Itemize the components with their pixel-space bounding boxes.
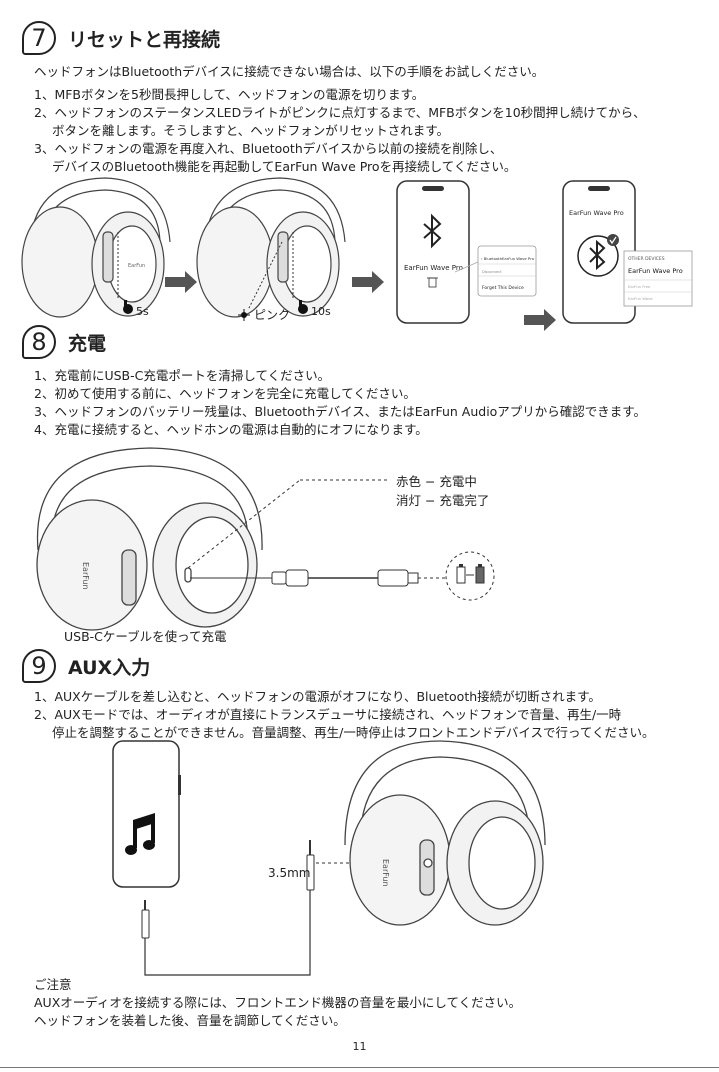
sun-led-icon: [238, 309, 250, 321]
battery-icon: [456, 564, 485, 584]
popup-device-title: EarFun Wave Pro: [502, 256, 535, 261]
popup-back-link: ‹ Bluetooth: [481, 256, 503, 261]
section-number: 9: [22, 649, 56, 683]
headphone-brand: EarFun: [381, 859, 390, 887]
bluetooth-icon: [423, 213, 442, 249]
step-3: 3、ヘッドフォンのバッテリー残量は、Bluetoothデバイス、またはEarFu…: [34, 404, 647, 419]
usb-c-cable: [271, 569, 419, 587]
aux-illustration: EarFun: [112, 740, 546, 976]
trash-icon: [427, 277, 438, 288]
battery-circle: [445, 551, 495, 601]
headphone-brand: EarFun: [128, 263, 145, 269]
section-title: 充電: [68, 332, 107, 355]
section-7-steps: 1、MFBボタンを5秒間長押しして、ヘッドフォンの電源を切ります。 2、ヘッドフ…: [34, 86, 646, 176]
aux-plug-bottom: [141, 900, 150, 939]
other-devices-panel: [623, 250, 693, 307]
step-1: 1、MFBボタンを5秒間長押しして、ヘッドフォンの電源を切ります。: [34, 87, 425, 102]
pink-led-label: ピンク: [254, 308, 290, 322]
step-1: 1、AUXケーブルを差し込むと、ヘッドフォンの電源がオフになり、Bluetoot…: [34, 689, 601, 704]
arrow-right-icon: [352, 271, 384, 293]
intro-text: ヘッドフォンはBluetoothデバイスに接続できない場合は、以下の手順をお試し…: [34, 64, 545, 79]
note-line-2: ヘッドフォンを装着した後、音量を調節してください。: [34, 1013, 346, 1028]
aux-cable: [144, 890, 311, 976]
section-number: 7: [22, 21, 56, 55]
phone-1-device-name: EarFun Wave Pro: [404, 264, 463, 272]
arrow-right-icon: [165, 271, 197, 293]
note-line-1: AUXオーディオを接続する際には、フロントエンド機器の音量を最小にしてください。: [34, 995, 522, 1010]
check-icon: [607, 234, 619, 246]
other-device-free: EarFun Free: [628, 284, 651, 289]
headphone-charging-illustration: [36, 447, 263, 631]
section-9-heading: 9 AUX入力: [22, 646, 150, 686]
hand-press-icon: [298, 300, 308, 314]
forget-device-popup: [477, 245, 537, 297]
arrow-right-icon: [524, 309, 556, 331]
headphone-aux-illustration: [344, 740, 546, 926]
other-device-wave: EarFun Wave: [628, 296, 653, 301]
music-note-icon: [125, 813, 155, 855]
headphone-2-illustration: [196, 177, 346, 318]
press-duration-5s: 5s: [136, 305, 149, 318]
headphone-1-illustration: [21, 177, 171, 318]
section-9-steps: 1、AUXケーブルを差し込むと、ヘッドフォンの電源がオフになり、Bluetoot…: [34, 688, 654, 742]
other-device-wave-pro: EarFun Wave Pro: [628, 267, 683, 275]
step-3: 3、ヘッドフォンの電源を再度入れ、Bluetoothデバイスから以前の接続を削除…: [34, 141, 503, 156]
press-duration-10s: 10s: [311, 305, 331, 318]
step-2-cont: ボタンを離します。そうしますと、ヘッドフォンがリセットされます。: [52, 123, 450, 138]
section-title: AUX入力: [68, 656, 151, 679]
step-2: 2、ヘッドフォンのステータンスLEDライトがピンクに点灯するまで、MFBボタンを…: [34, 105, 646, 120]
section-7-heading: 7 リセットと再接続: [22, 18, 220, 58]
step-4: 4、充電に接続すると、ヘッドホンの電源は自動的にオフになります。: [34, 422, 428, 437]
step-3-cont: デバイスのBluetooth機能を再起動してEarFun Wave Proを再接…: [52, 159, 517, 174]
section-number: 8: [22, 325, 56, 359]
phone-2-connected-device: EarFun Wave Pro: [569, 209, 624, 217]
charging-caption: USB-Cケーブルを使って充電: [64, 629, 227, 644]
jack-size-label: 3.5mm: [268, 866, 311, 880]
other-devices-header: OTHER DEVICES: [628, 256, 665, 262]
headphone-brand: EarFun: [81, 562, 90, 590]
caution-note: ご注意 AUXオーディオを接続する際には、フロントエンド機器の音量を最小にしてく…: [34, 976, 521, 1030]
aux-plug-top: [306, 840, 315, 891]
section-8-steps: 1、充電前にUSB-C充電ポートを清掃してください。 2、初めて使用する前に、ヘ…: [34, 367, 646, 439]
reset-illustration: EarFun 5s ピンク 10s EarFun Wave Pro: [21, 177, 693, 331]
note-title: ご注意: [34, 977, 72, 992]
hand-press-icon: [123, 300, 133, 314]
section-title: リセットと再接続: [68, 28, 221, 51]
phone-illustration: [112, 740, 181, 888]
step-2: 2、初めて使用する前に、ヘッドフォンを完全に充電してください。: [34, 386, 416, 401]
page-number: 11: [352, 1040, 367, 1053]
led-red-charging: 赤色 − 充電中: [396, 474, 477, 489]
section-7-intro: ヘッドフォンはBluetoothデバイスに接続できない場合は、以下の手順をお試し…: [34, 63, 544, 81]
section-8-heading: 8 充電: [22, 322, 106, 362]
step-2-cont: 停止を調整することができません。音量調整、再生/一時停止はフロントエンドデバイス…: [52, 725, 655, 740]
step-1: 1、充電前にUSB-C充電ポートを清掃してください。: [34, 368, 331, 383]
bluetooth-icon: [589, 239, 606, 271]
step-2: 2、AUXモードでは、オーディオが直接にトランスデューサに接続され、ヘッドフォン…: [34, 707, 622, 722]
led-off-charged: 消灯 − 充電完了: [396, 493, 490, 508]
popup-disconnect: Disconnect: [482, 270, 502, 274]
footer-rule: [0, 1067, 719, 1072]
charging-illustration: EarFun: [36, 447, 495, 631]
phone-1-illustration: [396, 180, 470, 324]
popup-forget-device: Forget This Device: [482, 285, 524, 291]
